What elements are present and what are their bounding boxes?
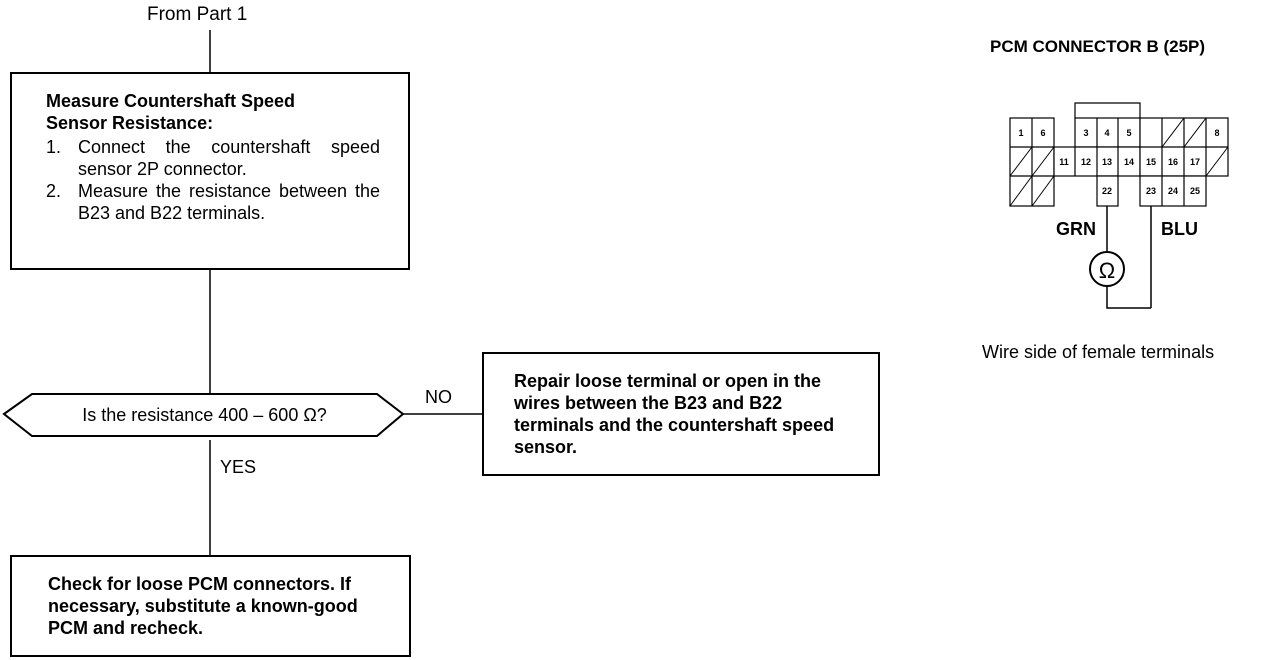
connector-key (1074, 102, 1141, 118)
terminal-label: 1 (1018, 128, 1023, 138)
terminal-label: 16 (1168, 157, 1178, 167)
repair-box: Repair loose terminal or open in the wir… (482, 352, 880, 476)
ohmmeter-symbol: Ω (1099, 258, 1115, 283)
terminal-label: 6 (1040, 128, 1045, 138)
measure-box-title: Measure Countershaft Speed Sensor Resist… (46, 91, 296, 133)
terminal-label: 11 (1059, 157, 1069, 167)
terminal-label: 4 (1104, 128, 1109, 138)
from-part-label: From Part 1 (147, 4, 248, 25)
measure-step-num: 2. (46, 181, 62, 201)
decision-yes-label: YES (220, 457, 257, 477)
terminal-label: 3 (1083, 128, 1088, 138)
terminal-label: 12 (1081, 157, 1091, 167)
ohmmeter-icon (1089, 251, 1125, 287)
probe-wires (1106, 206, 1152, 309)
connector-title: PCM CONNECTOR B (25P) (990, 37, 1206, 56)
decision-no-label: NO (425, 387, 452, 407)
decision-question: Is the resistance 400 – 600 Ω? (82, 405, 327, 425)
connector-caption: Wire side of female terminals (982, 342, 1215, 362)
measure-step-text: Measure the resistance between the B23 a… (78, 181, 380, 223)
terminal-numbers: 1 6 3 4 5 8 11 12 13 14 15 16 17 22 23 2… (1018, 128, 1219, 196)
terminal-label: 22 (1102, 186, 1112, 196)
terminal-label: 24 (1168, 186, 1178, 196)
terminal-label: 23 (1146, 186, 1156, 196)
decision-diamond (2, 393, 405, 437)
wire-return (1106, 286, 1151, 309)
wire-label-grn: GRN (1056, 219, 1096, 239)
terminal-label: 15 (1146, 157, 1156, 167)
cavity-row-top (1074, 117, 1141, 148)
repair-box-text: Repair loose terminal or open in the wir… (514, 371, 835, 457)
measure-step: 1. Connect the countershaft speed sensor… (46, 136, 380, 180)
unused-cavity-hatch (1009, 117, 1229, 207)
measure-step: 2. Measure the resistance between the B2… (46, 180, 380, 224)
measure-box: Measure Countershaft Speed Sensor Resist… (10, 72, 410, 270)
terminal-label: 14 (1124, 157, 1134, 167)
terminal-label: 17 (1190, 157, 1200, 167)
cavity-row-bottom (1139, 175, 1207, 207)
wire-label-blu: BLU (1161, 219, 1198, 239)
measure-step-text: Connect the countershaft speed sensor 2P… (78, 137, 380, 179)
check-box-text: Check for loose PCM connectors. If neces… (48, 574, 358, 638)
terminal-label: 25 (1190, 186, 1200, 196)
terminal-label: 5 (1126, 128, 1131, 138)
check-box: Check for loose PCM connectors. If neces… (10, 555, 411, 657)
terminal-label: 13 (1102, 157, 1112, 167)
terminal-label: 8 (1214, 128, 1219, 138)
measure-step-num: 1. (46, 137, 62, 157)
